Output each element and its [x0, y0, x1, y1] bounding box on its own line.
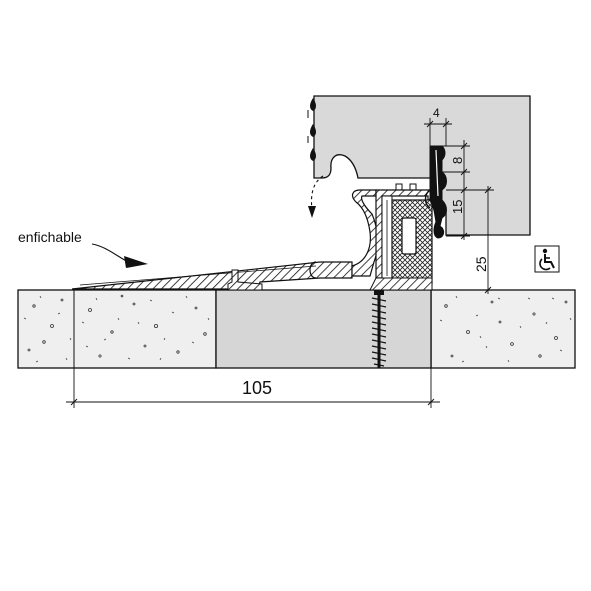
door-bottom-seal [424, 145, 447, 239]
insert-note-arrow [91, 243, 148, 268]
concrete-speckle [27, 294, 568, 358]
dim-seal-lower-label: 15 [450, 200, 465, 214]
dim-seal-vertical [440, 140, 494, 240]
water-drain-arrow [308, 175, 324, 218]
dim-seal-gap [424, 118, 452, 146]
door-leaf [313, 95, 531, 236]
dim-threshold-height [484, 186, 494, 294]
dim-threshold-height-label: 25 [473, 256, 489, 272]
concrete-floor-right [430, 289, 576, 369]
dim-seal-gap-label: 4 [433, 106, 440, 120]
insert-note-label: enfichable [18, 229, 82, 245]
thermal-insert [369, 199, 433, 291]
ramp-profile [71, 261, 353, 291]
anchor-insert-block [215, 289, 432, 369]
concrete-grit [23, 295, 572, 363]
concrete-floor-left [17, 289, 217, 369]
dim-width [66, 368, 440, 408]
dim-width-label: 105 [242, 378, 272, 398]
dim-seal-upper-label: 8 [450, 157, 465, 164]
door-edge-drops [307, 98, 316, 161]
fixing-screw [371, 290, 387, 368]
wheelchair-icon [534, 245, 560, 273]
